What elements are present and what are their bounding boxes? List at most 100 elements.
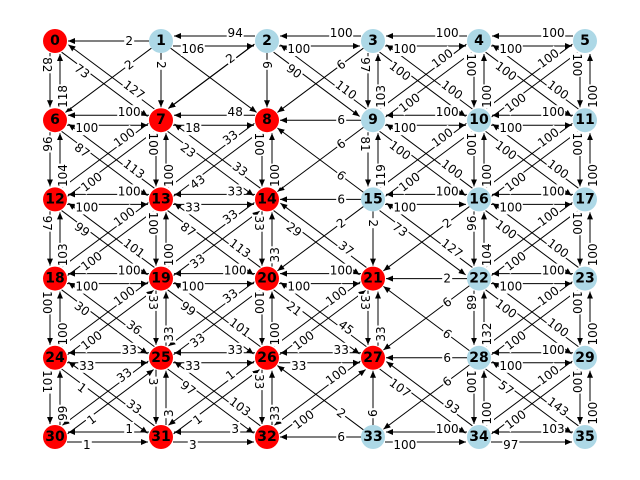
edge-label-27-to-21: 33 [374, 326, 388, 341]
edge-label-background [438, 235, 466, 262]
edge-label-group: 2 [442, 271, 453, 286]
edge-label-background [541, 263, 566, 278]
edge-label-group: 82 [40, 56, 54, 74]
node-33: 33 [361, 425, 385, 449]
node-15: 15 [361, 187, 385, 212]
edge-label-group: 100 [392, 121, 417, 136]
node-circle-14 [255, 187, 279, 212]
edge-label-23-to-17: 100 [586, 243, 600, 266]
edge-label-group: 100 [570, 52, 584, 77]
edge-label-8-to-14: 100 [252, 133, 266, 156]
edge-label-group: 100 [117, 184, 142, 199]
edge-label-33-to-34: 100 [393, 438, 416, 452]
node-circle-32 [255, 425, 279, 449]
edge-label-group: 94 [226, 26, 244, 40]
node-23: 23 [573, 266, 597, 291]
node-label-31: 31 [151, 429, 170, 445]
edge-13-to-8 [173, 131, 260, 197]
edge-label-background [586, 242, 600, 267]
edge-label-background [392, 438, 417, 452]
edge-label-background [336, 113, 347, 128]
edge-label-group: 100 [286, 42, 311, 56]
edge-label-group: 100 [586, 84, 600, 109]
edge-label-group: 103 [541, 422, 566, 436]
edge-28-to-33 [383, 364, 470, 430]
edge-label-26-to-27: 33 [291, 359, 306, 373]
node-circle-28 [467, 345, 491, 370]
edge-label-background [464, 52, 478, 77]
edge-label-background [219, 285, 242, 307]
edge-label-background [146, 211, 160, 236]
edge-label-background [392, 200, 417, 215]
edge-label-group: 2 [439, 214, 456, 232]
edge-label-group: 33 [120, 342, 138, 357]
node-21: 21 [361, 266, 385, 291]
edge-label-background [439, 293, 456, 312]
edge-label-group: 103 [374, 84, 388, 109]
edge-label-25-to-26: 33 [185, 359, 200, 373]
edge-label-group: 101 [40, 369, 54, 394]
edge-label-34-to-27: 93 [442, 397, 463, 417]
edge-label-background [498, 358, 523, 373]
edge-label-background [386, 137, 414, 164]
edge-label-group: 100 [329, 263, 354, 278]
edge-label-2-to-3: 100 [287, 42, 310, 56]
edge-label-33-to-27: 6 [366, 409, 380, 417]
node-27: 27 [361, 345, 385, 370]
edge-label-background [180, 42, 205, 56]
edge-label-group: 33 [184, 358, 202, 373]
edge-label-12-to-13: 100 [75, 200, 98, 214]
edge-label-background [146, 132, 160, 156]
edge-label-background [366, 218, 380, 229]
edge-label-group: 100 [223, 263, 248, 278]
edge-15-to-20 [277, 206, 364, 272]
edge-label-background [333, 404, 350, 422]
edge-label-34-to-28: 100 [480, 402, 494, 425]
edge-label-16-to-22: 96 [464, 216, 478, 231]
edge-label-background [283, 60, 305, 82]
edge-label-23-to-29: 100 [570, 291, 584, 314]
edge-label-background [329, 263, 354, 278]
edge-label-background [544, 235, 572, 262]
edge-label-group: 33 [78, 358, 96, 373]
edge-label-8-to-7: 48 [228, 105, 243, 119]
node-label-24: 24 [45, 350, 65, 366]
edge-label-background [480, 401, 494, 426]
edge-label-2-to-8: 6 [260, 61, 274, 69]
edge-label-background [439, 325, 456, 343]
edge-label-background [534, 283, 563, 309]
edge-label-group: 6 [439, 293, 456, 312]
edge-label-group: 100 [117, 105, 142, 120]
edge-label-group: 81 [358, 135, 372, 153]
node-label-26: 26 [257, 350, 276, 366]
edge-label-background [290, 358, 308, 373]
edge-label-15-to-9: 119 [374, 164, 388, 187]
edge-label-background [464, 214, 478, 232]
edge-label-15-to-16: 100 [393, 200, 416, 214]
edge-25-to-30 [62, 360, 149, 426]
edge-label-background [534, 45, 563, 72]
node-circle-1 [149, 29, 173, 53]
node-circle-21 [361, 266, 385, 291]
edge-30-to-25 [67, 369, 154, 435]
node-label-10: 10 [469, 112, 489, 128]
edge-label-10-to-4: 100 [480, 85, 494, 108]
edge-label-background [186, 250, 209, 272]
edge-label-background [120, 77, 148, 103]
edge-label-group: 106 [180, 42, 205, 56]
node-circle-2 [255, 29, 279, 53]
edge-label-group: 100 [570, 211, 584, 236]
edge-label-background [177, 218, 199, 241]
edge-label-background [286, 42, 311, 56]
node-label-14: 14 [257, 191, 277, 207]
edge-label-group: 57 [495, 377, 517, 399]
edge-label-19-to-18: 100 [118, 264, 141, 278]
edge-label-3-to-2: 100 [330, 26, 353, 40]
edge-label-7-to-14: 23 [178, 140, 199, 160]
edge-label-background [534, 124, 563, 151]
edge-label-group: 100 [498, 121, 523, 136]
edge-2-to-9 [273, 51, 360, 117]
edge-label-background [544, 77, 572, 103]
edge-label-background [366, 408, 380, 419]
